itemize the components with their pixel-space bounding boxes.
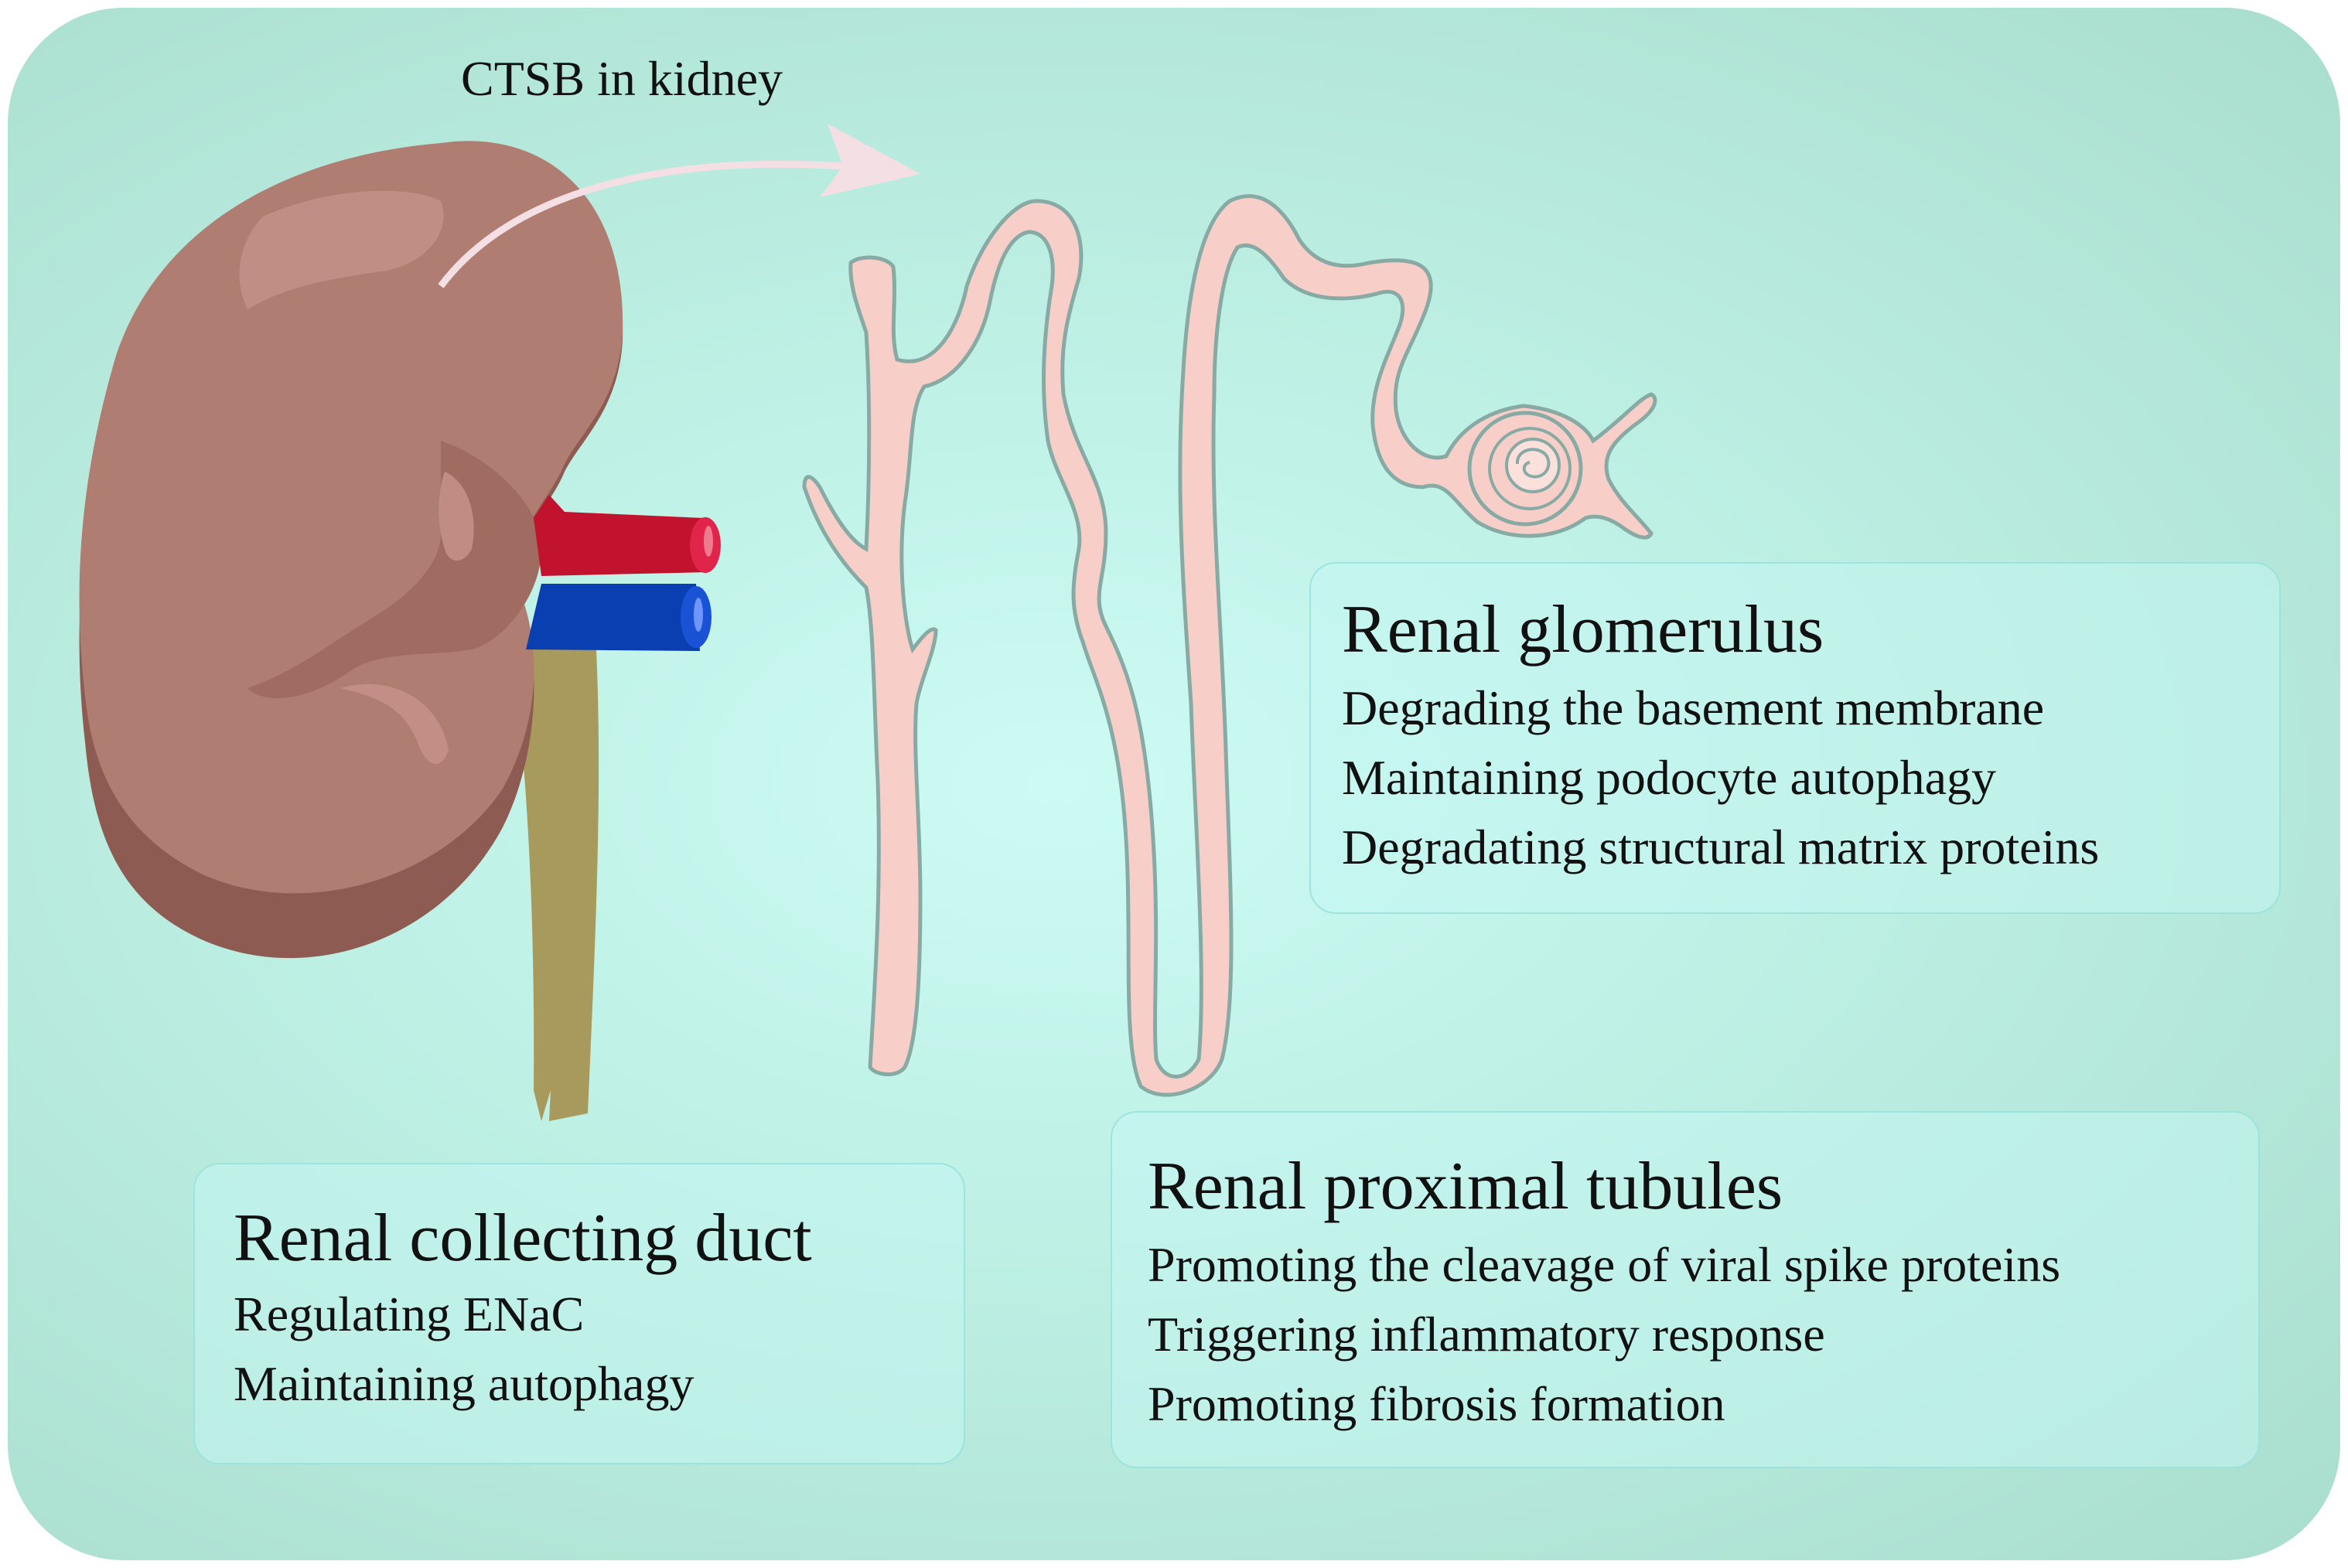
kidney-icon bbox=[79, 141, 623, 959]
nephron-tubule bbox=[802, 194, 1657, 1097]
glomerulus-title: Renal glomerulus bbox=[1342, 592, 1824, 667]
kidney-nephron-illustration bbox=[79, 124, 1657, 1121]
proximal-tubules-box: Renal proximal tubules Promoting the cle… bbox=[1111, 1111, 2260, 1468]
curved-arrow bbox=[438, 124, 920, 288]
renal-artery bbox=[534, 495, 721, 576]
collecting-duct-title: Renal collecting duct bbox=[234, 1201, 812, 1276]
collecting-duct-box: Renal collecting duct Regulating ENaC Ma… bbox=[193, 1163, 965, 1464]
glomerulus-item: Degrading the basement membrane bbox=[1342, 680, 2045, 735]
glomerulus-box: Renal glomerulus Degrading the basement … bbox=[1309, 562, 2281, 914]
collecting-duct-item: Regulating ENaC bbox=[234, 1287, 585, 1341]
proximal-tubules-item: Triggering inflammatory response bbox=[1148, 1307, 1825, 1362]
renal-vein bbox=[526, 584, 712, 651]
proximal-tubules-item: Promoting fibrosis formation bbox=[1148, 1376, 1725, 1431]
collecting-duct-item: Maintaining autophagy bbox=[234, 1356, 695, 1411]
ureter bbox=[510, 634, 599, 1121]
figure-panel: CTSB in kidney Renal glomerulus Degradin… bbox=[8, 8, 2340, 1560]
glomerulus-item: Degradating structural matrix proteins bbox=[1342, 820, 2100, 874]
proximal-tubules-title: Renal proximal tubules bbox=[1148, 1149, 1783, 1224]
diagram-title: CTSB in kidney bbox=[461, 51, 783, 106]
proximal-tubules-item: Promoting the cleavage of viral spike pr… bbox=[1148, 1237, 2061, 1292]
glomerulus-item: Maintaining podocyte autophagy bbox=[1342, 750, 1997, 805]
